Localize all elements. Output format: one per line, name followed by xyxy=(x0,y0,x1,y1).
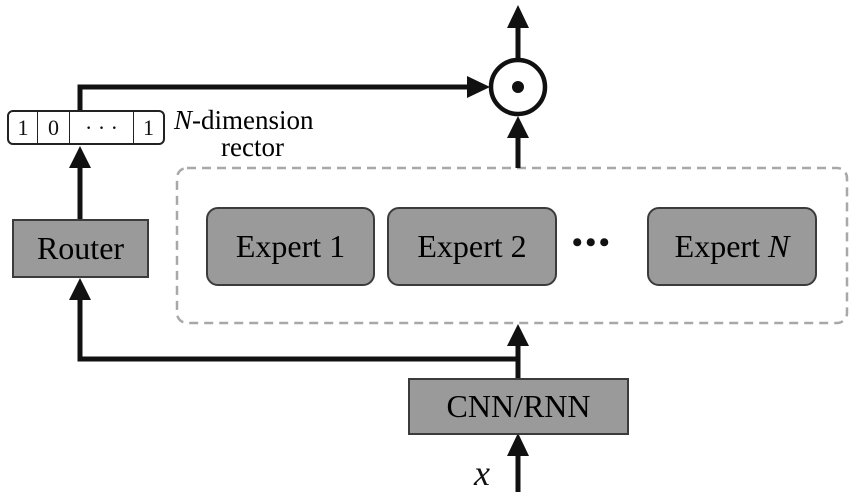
expert-2-box: Expert 2 xyxy=(387,207,557,286)
routing-vector: 1 0 · · · 1 xyxy=(7,110,165,145)
encoder-box: CNN/RNN xyxy=(408,378,629,435)
vector-cell: 0 xyxy=(38,112,70,143)
combine-dot-icon xyxy=(512,81,524,93)
vector-to-combine-arrowhead xyxy=(467,76,490,98)
encoder-to-router-arrowhead xyxy=(69,278,91,300)
expert-1-box: Expert 1 xyxy=(206,207,375,286)
input-arrowhead xyxy=(507,433,529,456)
input-x-label: x xyxy=(474,453,490,493)
experts-to-combine-arrowhead xyxy=(507,116,529,138)
experts-ellipsis: ••• xyxy=(572,226,613,259)
expert-n-box: Expert N xyxy=(647,207,817,286)
encoder-to-experts-arrowhead xyxy=(507,324,529,346)
expert-n-label-prefix: Expert xyxy=(674,228,768,264)
vector-cell: 1 xyxy=(143,114,154,140)
vector-label-line1: N-dimension xyxy=(174,106,314,134)
vector-to-combine-line xyxy=(77,84,470,110)
router-to-vector-arrowhead xyxy=(69,146,91,168)
experts-group-container xyxy=(175,166,849,325)
vector-label-rest: -dimension xyxy=(192,105,314,135)
vector-cell: 1 xyxy=(9,112,38,143)
output-arrowhead xyxy=(507,5,529,28)
vector-label-var: N xyxy=(174,105,193,135)
router-box: Router xyxy=(12,219,149,278)
vector-cell-ellipsis: · · · xyxy=(70,112,134,143)
vector-label-line2: rector xyxy=(221,132,284,162)
encoder-to-router-line xyxy=(77,300,518,362)
expert-n-label-var: N xyxy=(767,228,790,264)
